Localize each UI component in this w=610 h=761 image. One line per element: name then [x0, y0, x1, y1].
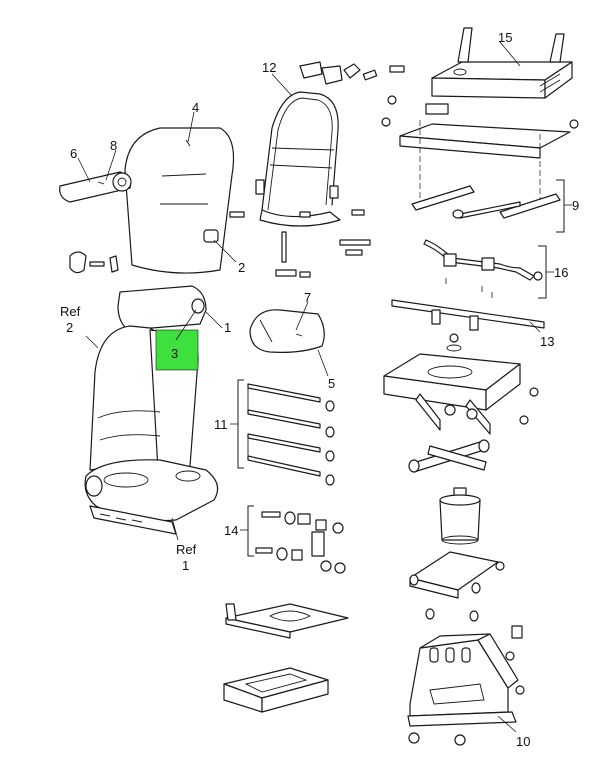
label-12: 12 [262, 60, 276, 75]
leader-lines [77, 41, 521, 733]
part-16-linkage[interactable] [423, 239, 554, 299]
part-4-back-cushion[interactable] [124, 127, 235, 274]
label-3: 3 [171, 346, 178, 361]
part-14-shock-kit[interactable] [240, 505, 346, 574]
assembled-seat[interactable] [84, 325, 219, 535]
label-4: 4 [192, 100, 199, 115]
base-plate-upper[interactable] [225, 603, 349, 639]
label-13: 13 [540, 334, 554, 349]
suspension-top-frame[interactable] [383, 333, 539, 435]
part-12-recliner-hardware [299, 61, 405, 85]
part-6-armrest[interactable] [59, 171, 132, 203]
part-12-back-frame[interactable] [255, 91, 341, 227]
label-ref-bottom: Ref [176, 542, 197, 557]
label-ref-top: Ref [60, 304, 81, 319]
label-7: 7 [304, 290, 311, 305]
part-13-cross-bar[interactable] [391, 299, 545, 333]
label-6: 6 [70, 146, 77, 161]
label-2: 2 [238, 260, 245, 275]
label-ref-bottom-num: 1 [182, 558, 189, 573]
recline-knob [69, 251, 119, 274]
part-5-armrest[interactable] [249, 309, 325, 353]
base-plate-lower[interactable] [223, 667, 329, 713]
label-5: 5 [328, 376, 335, 391]
label-16: 16 [554, 265, 568, 280]
label-1: 1 [224, 320, 231, 335]
label-11: 11 [214, 417, 228, 432]
label-15: 15 [498, 30, 512, 45]
scissor-link[interactable] [408, 439, 490, 473]
air-spring[interactable] [439, 487, 481, 545]
label-10: 10 [516, 734, 530, 749]
part-10-base-riser[interactable] [407, 633, 525, 746]
lower-scissor-frame[interactable] [409, 551, 523, 639]
part-12-fasteners [229, 209, 371, 278]
label-14: 14 [224, 523, 238, 538]
part-9-slide-rails[interactable] [381, 95, 579, 233]
label-9: 9 [572, 198, 579, 213]
part-1-side-cover[interactable] [117, 285, 207, 331]
part-11-rods[interactable] [230, 379, 335, 486]
label-ref-top-num: 2 [66, 320, 73, 335]
part-15-mount-frame[interactable] [431, 27, 573, 99]
callout-labels: 15 12 4 6 8 9 2 16 7 Ref 2 1 13 3 5 11 1… [60, 30, 579, 749]
callout-3-highlight[interactable] [155, 309, 199, 371]
label-8: 8 [110, 138, 117, 153]
